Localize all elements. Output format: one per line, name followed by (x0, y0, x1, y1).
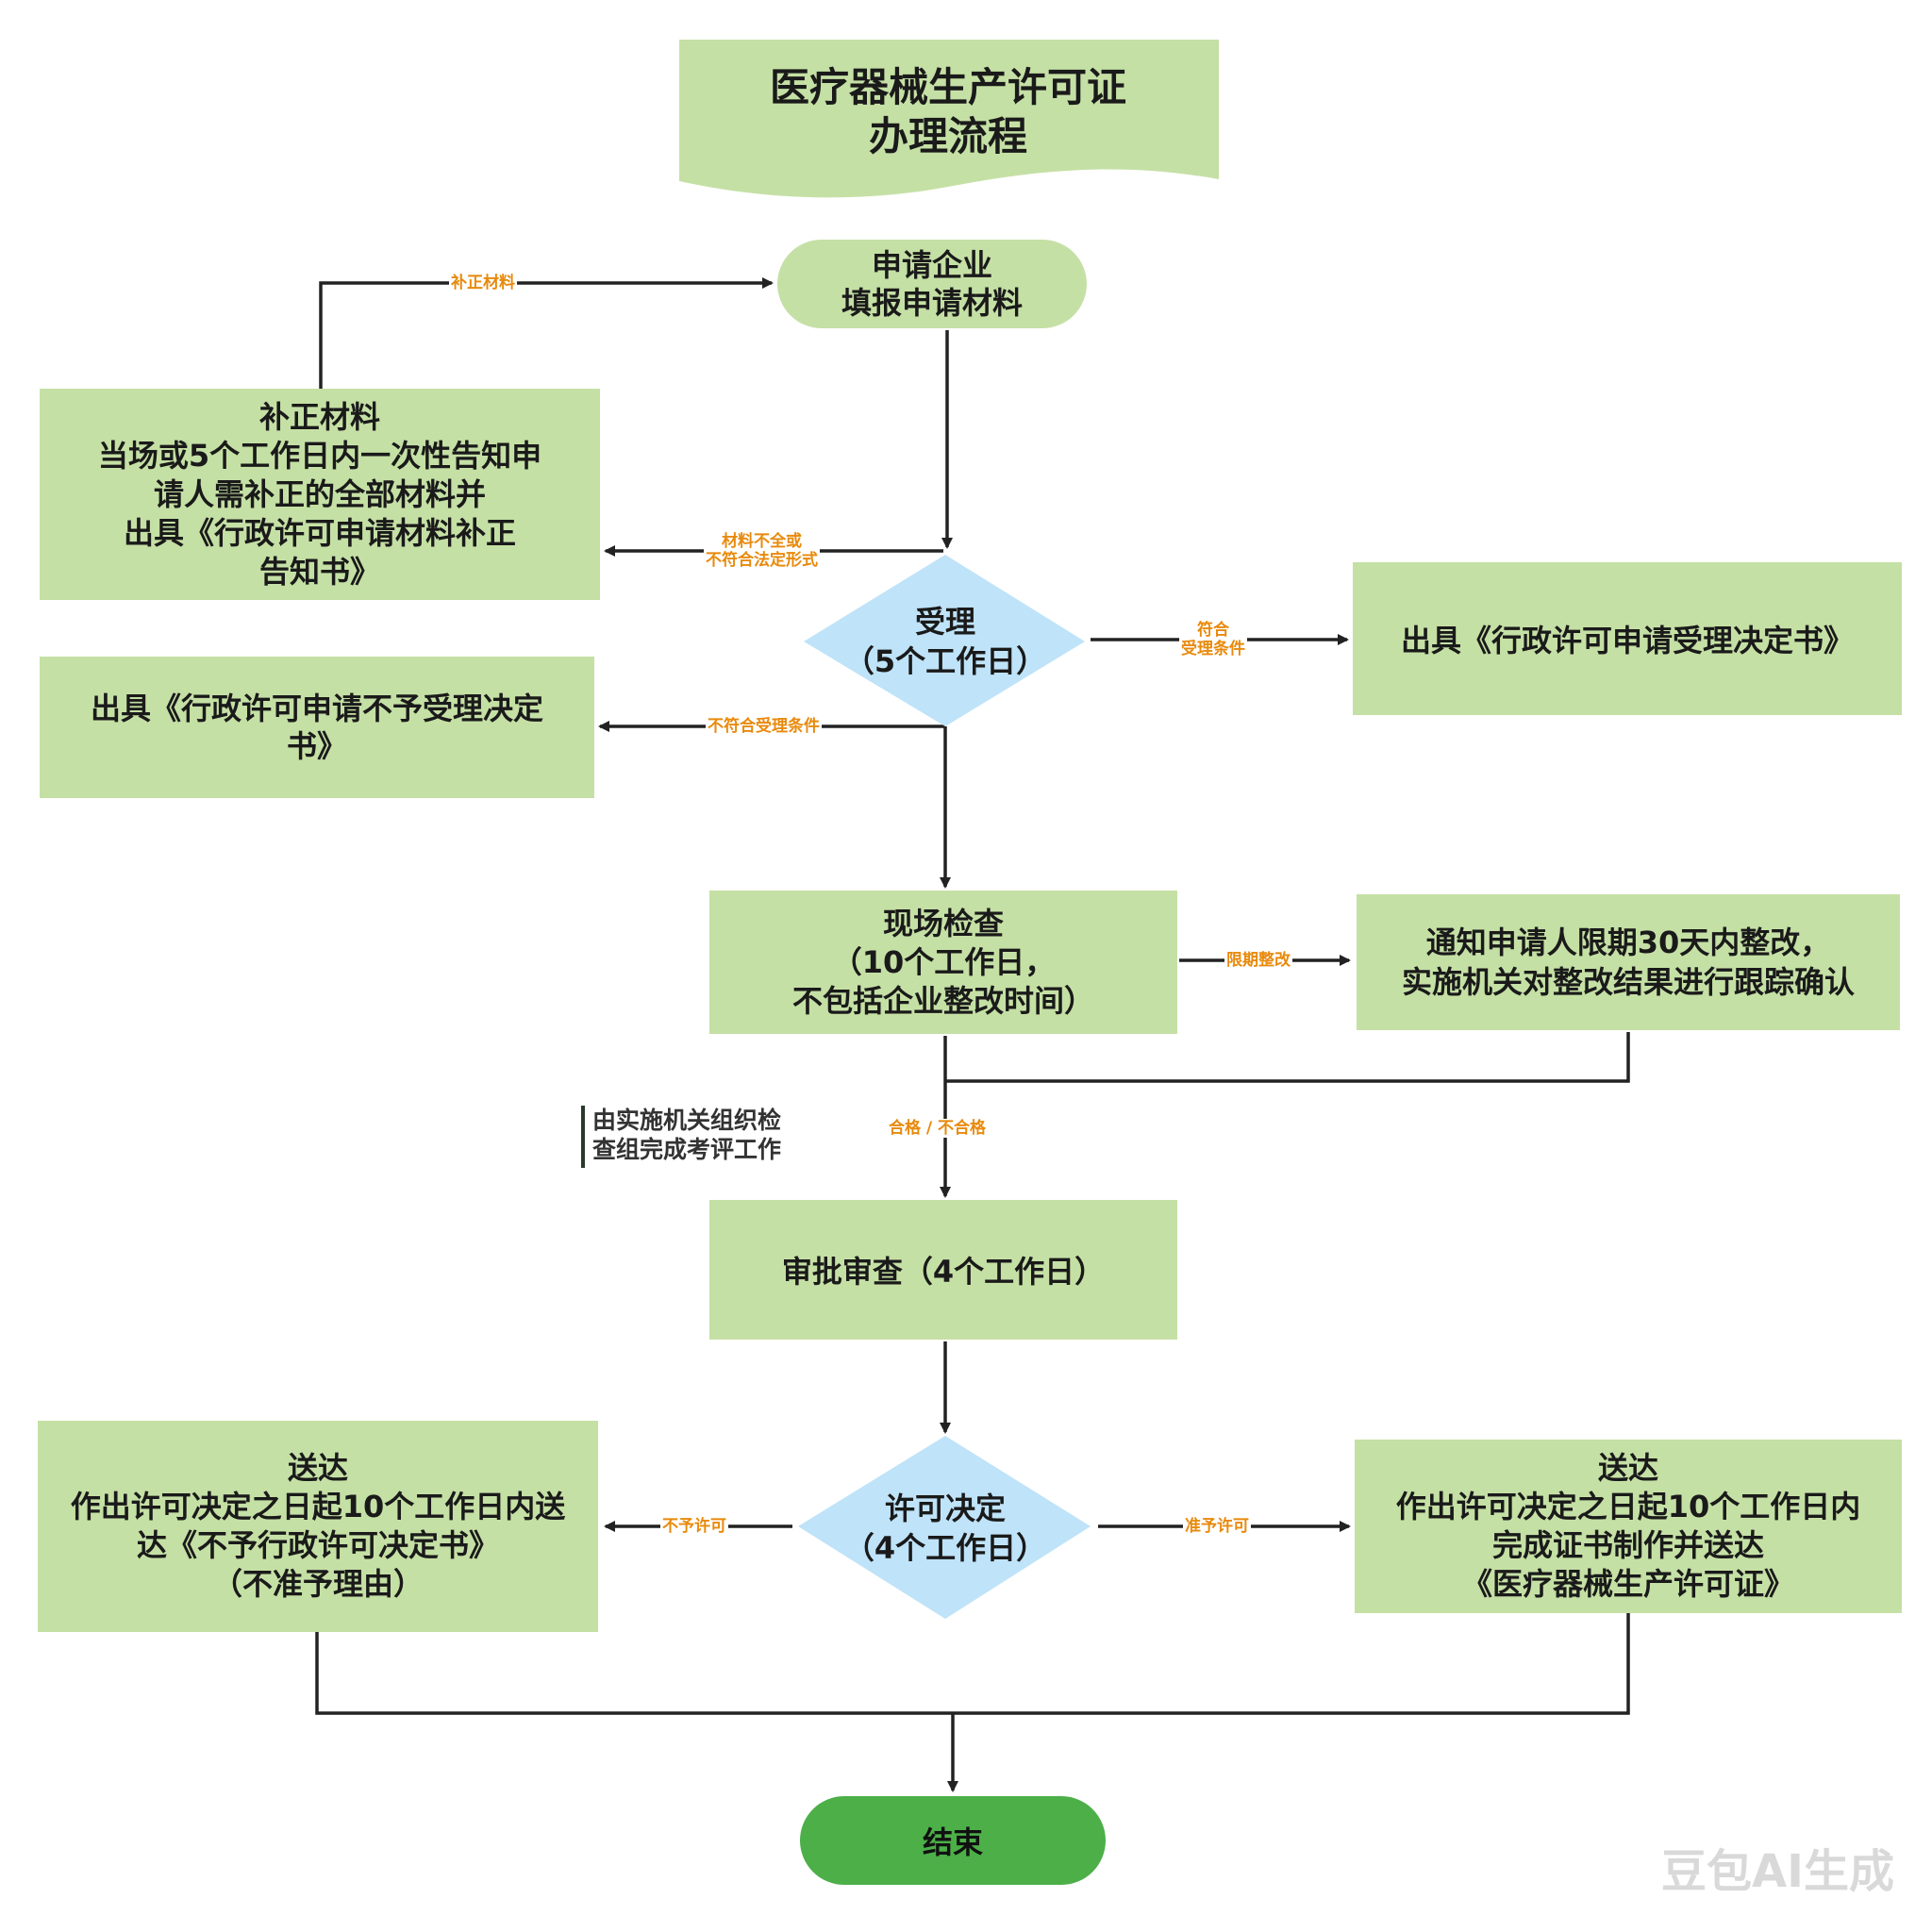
deliver-granted-node: 送达 作出许可决定之日起10个工作日内 完成证书制作并送达 《医疗器械生产许可证… (1355, 1440, 1902, 1613)
edge-label-incomplete: 材料不全或 不符合法定形式 (704, 532, 820, 570)
edge-label-pass-fail: 合格 / 不合格 (887, 1119, 989, 1138)
rectify-node: 通知申请人限期30天内整改， 实施机关对整改结果进行跟踪确认 (1357, 894, 1900, 1030)
accept-label: 受理 （5个工作日） (843, 604, 1047, 679)
inspection-node: 现场检查 （10个工作日， 不包括企业整改时间） (709, 891, 1177, 1034)
review-node: 审批审查（4个工作日） (709, 1200, 1177, 1340)
watermark: 豆包AI生成 (1660, 1845, 1894, 1898)
inspection-note: 由实施机关组织检 查组完成考评工作 (581, 1106, 826, 1168)
edge-label-grant: 准予许可 (1183, 1517, 1251, 1536)
supplement-node: 补正材料 当场或5个工作日内一次性告知申 请人需补正的全部材料并 出具《行政许可… (40, 389, 600, 600)
reject-decision-node: 出具《行政许可申请不予受理决定 书》 (40, 657, 594, 798)
deliver-denied-node: 送达 作出许可决定之日起10个工作日内送 达《不予行政许可决定书》 （不准予理由… (38, 1421, 598, 1632)
accept-diamond (804, 555, 1085, 726)
edge-label-rectify: 限期整改 (1224, 951, 1292, 970)
title-banner (679, 40, 1219, 198)
connector-rectify-return (945, 1032, 1630, 1083)
decision-diamond (798, 1436, 1091, 1619)
accept-decision-node: 出具《行政许可申请受理决定书》 (1353, 562, 1902, 715)
edge-label-meets: 符合 受理条件 (1179, 621, 1247, 658)
page-title: 医疗器械生产许可证 办理流程 (769, 64, 1126, 159)
decision-label: 许可决定 （4个工作日） (843, 1491, 1047, 1566)
apply-node: 申请企业 填报申请材料 (777, 240, 1087, 328)
end-node: 结束 (800, 1796, 1106, 1885)
connector-supplement-to-apply (319, 277, 774, 389)
connector-denied-to-end (315, 1613, 1630, 1715)
edge-label-not-meets: 不符合受理条件 (706, 717, 822, 736)
edge-label-supplement: 补正材料 (449, 274, 517, 292)
edge-label-deny: 不予许可 (660, 1517, 728, 1536)
